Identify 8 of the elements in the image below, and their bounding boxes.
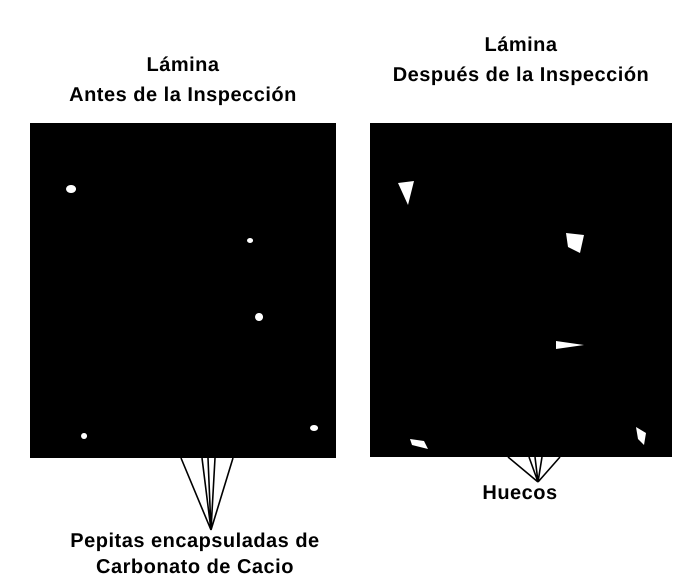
callout-text: Huecos xyxy=(482,481,558,506)
leader-line xyxy=(507,456,561,483)
callout-text: Pepitas encapsuladas de Carbonato de Cacio xyxy=(70,529,320,580)
panel-heading: Antes de la Inspección xyxy=(69,83,297,108)
panel-heading: Después de la Inspección xyxy=(392,63,650,88)
panel-heading: Lámina xyxy=(484,33,558,58)
leader-line xyxy=(180,457,234,531)
panel-heading: Lámina xyxy=(146,53,220,78)
